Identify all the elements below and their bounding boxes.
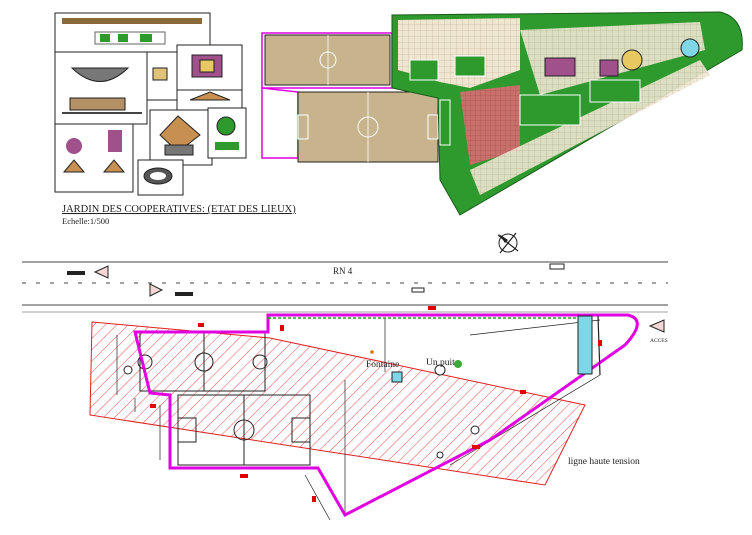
access-arrow-icon [648, 319, 665, 333]
hatched-zone [89, 321, 586, 486]
detail-sheets [54, 12, 247, 196]
fountain-icon [370, 350, 403, 383]
well-label: Un puit [426, 358, 455, 368]
garden-plan-existing [391, 11, 743, 216]
site-boundary [133, 313, 639, 517]
water-channel [577, 315, 593, 375]
power-line-label: ligne haute tension [568, 457, 640, 467]
pylon-symbols [123, 365, 480, 459]
survey-markers [150, 306, 602, 502]
well-icon [434, 360, 462, 376]
football-field-lower [177, 394, 311, 466]
access-label: ACCES [650, 338, 668, 344]
road-label: RN 4 [333, 266, 353, 276]
drawing-title: JARDIN DES COOPERATIVES: (ETAT DES LIEUX… [62, 204, 296, 215]
drawing-scale: Echelle:1/500 [62, 216, 109, 226]
north-arrow-icon [497, 232, 519, 254]
road-rn4 [22, 261, 668, 313]
existing-sports-fields [261, 32, 439, 163]
fountain-label: Fontaine [366, 360, 399, 370]
